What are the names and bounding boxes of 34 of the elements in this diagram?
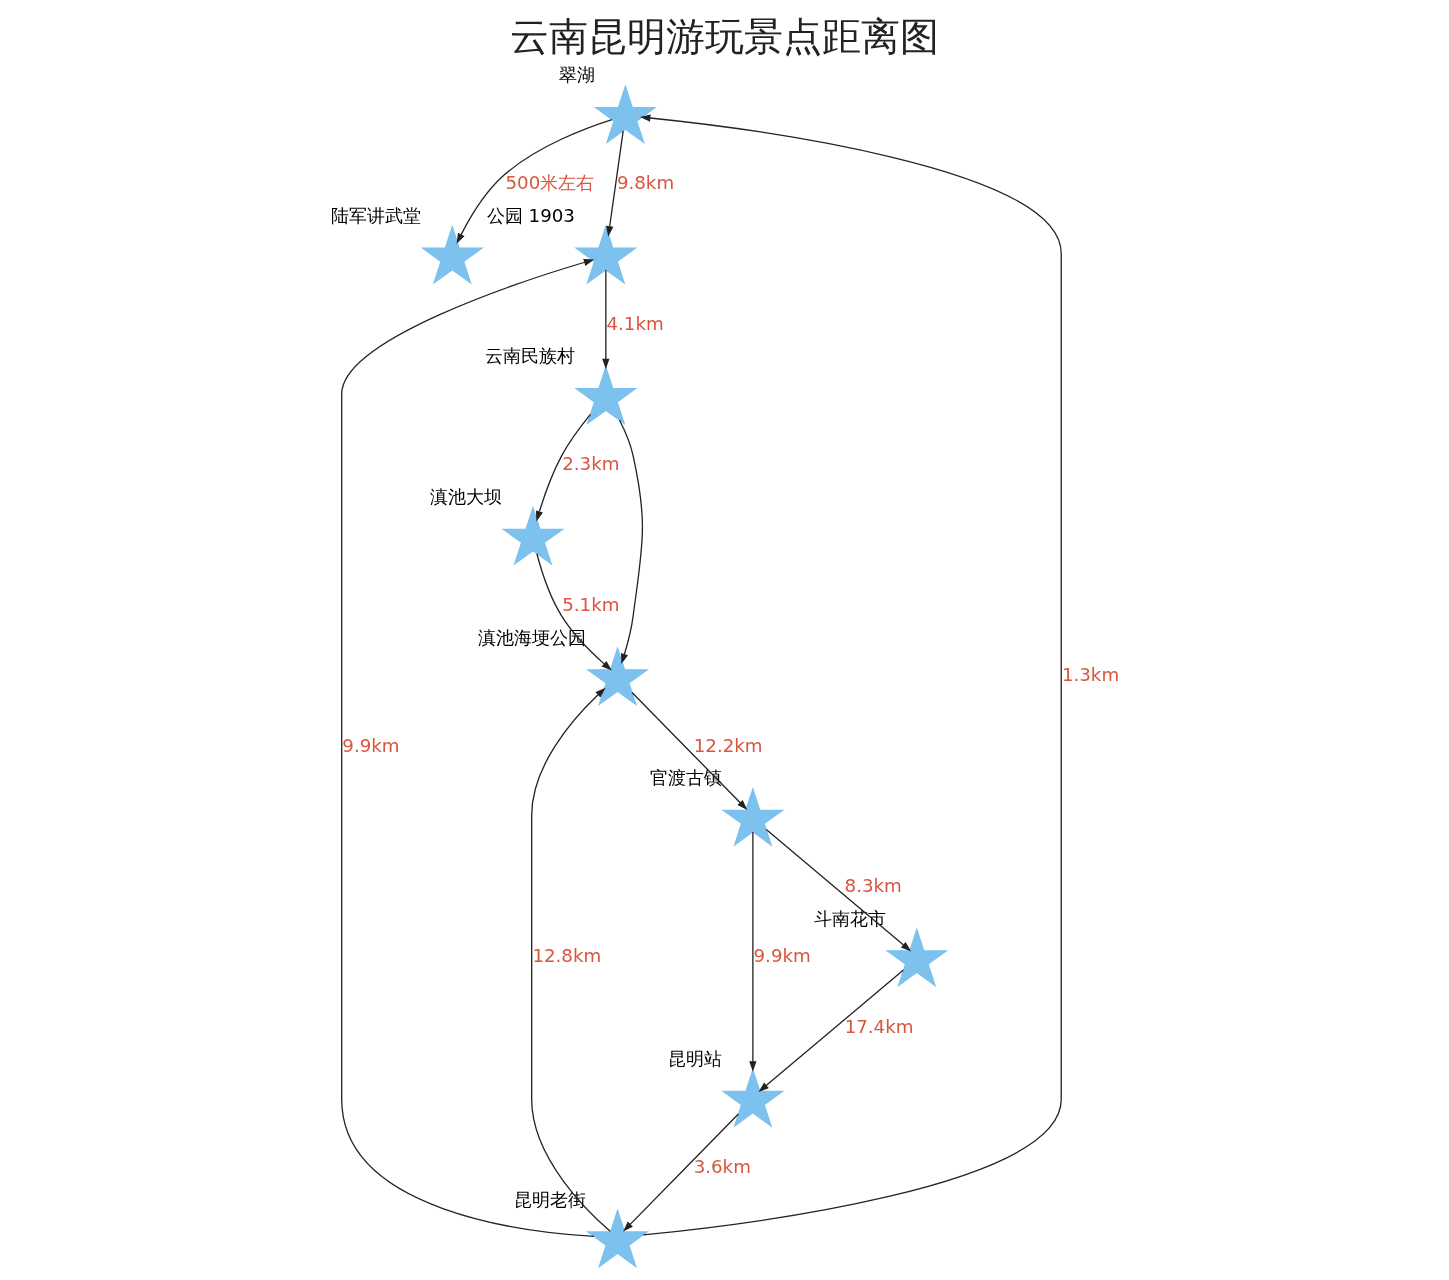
edge-label: 9.9km xyxy=(753,945,811,967)
arrow xyxy=(618,419,644,665)
edge-label: 500米左右 xyxy=(505,172,595,194)
arrow xyxy=(623,1113,740,1232)
arrow xyxy=(536,553,612,671)
node-label: 翠湖 xyxy=(559,64,596,86)
node-label: 云南民族村 xyxy=(484,345,575,367)
arrow xyxy=(456,118,613,244)
arrow xyxy=(749,831,757,1072)
edge-label: 8.3km xyxy=(844,875,902,897)
node-label: 昆明站 xyxy=(668,1048,723,1070)
arrow xyxy=(602,269,610,370)
edge-label: 17.4km xyxy=(844,1015,914,1037)
arrow xyxy=(758,969,905,1092)
edge-label: 12.8km xyxy=(532,945,602,967)
arrow xyxy=(765,828,912,952)
arrow xyxy=(531,687,611,1232)
arrow xyxy=(341,258,595,1237)
diagram-title: 云南昆明游玩景点距离图 xyxy=(509,13,939,59)
edge-label: 9.8km xyxy=(616,172,675,194)
arrow xyxy=(535,413,592,522)
arrow xyxy=(631,691,748,810)
arrow xyxy=(606,130,624,237)
arrow xyxy=(639,114,1062,1236)
edge-label: 3.6km xyxy=(693,1156,751,1178)
node-label: 公园 1903 xyxy=(486,204,575,226)
node-label: 滇池大坝 xyxy=(429,485,502,507)
edge-label: 4.1km xyxy=(606,312,664,334)
edge-label: 1.3km xyxy=(1061,664,1120,686)
edge-label: 9.9km xyxy=(342,734,400,756)
edge-label: 5.1km xyxy=(562,593,620,615)
node-label: 陆军讲武堂 xyxy=(331,204,422,226)
edge-label: 12.2km xyxy=(693,734,763,756)
edge-label: 2.3km xyxy=(562,453,620,475)
